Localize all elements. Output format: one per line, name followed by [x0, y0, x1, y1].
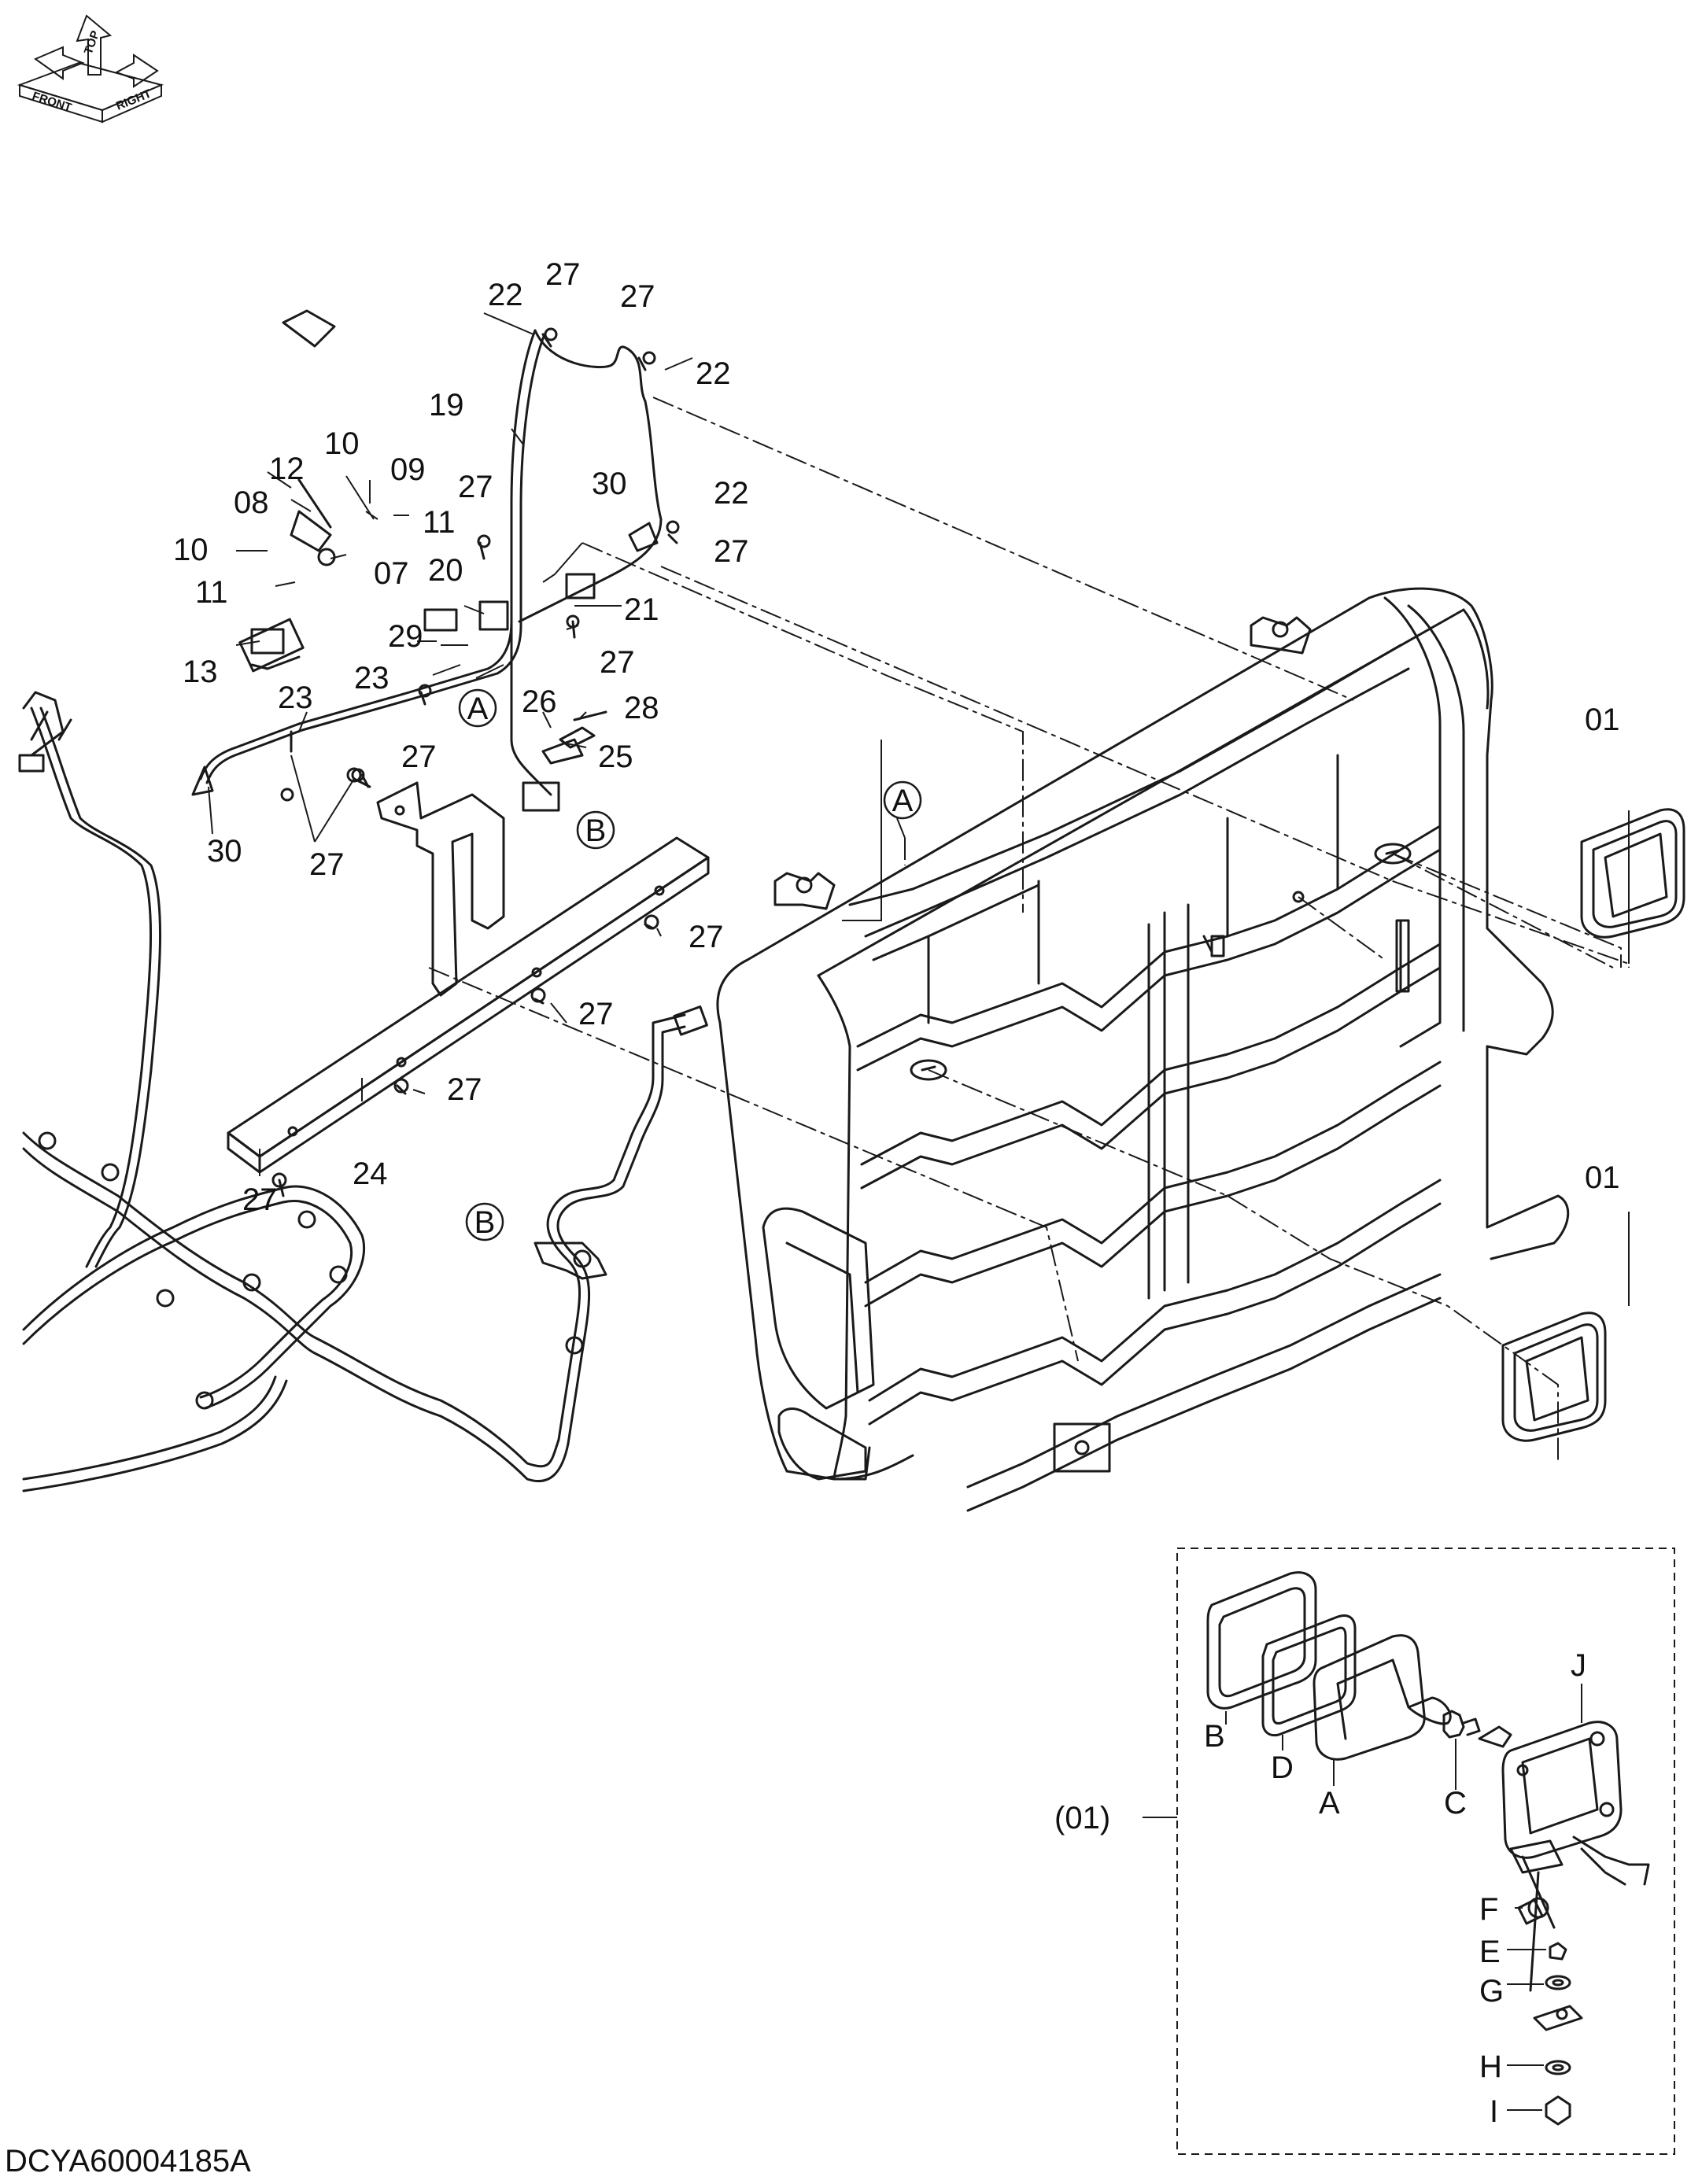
right-label: RIGHT — [114, 87, 153, 113]
callout-13: 13 — [183, 655, 218, 689]
callout-27-bracket-mid: 27 — [578, 997, 614, 1031]
callout-28: 28 — [624, 691, 659, 725]
callout-30-upper: 30 — [592, 467, 627, 501]
callout-25: 25 — [598, 740, 633, 774]
callout-23-upper: 23 — [354, 661, 390, 695]
svg-text:B: B — [474, 1205, 496, 1240]
gasket-d — [1261, 1614, 1357, 1751]
part-label-d: D — [1271, 1751, 1294, 1785]
connector-ref-a-upper: A — [458, 688, 497, 728]
callout-27-left: 27 — [401, 740, 437, 774]
upper-harness — [191, 309, 680, 812]
connector-ref-b-upper: B — [576, 810, 615, 850]
fasteners — [1507, 1855, 1583, 2126]
svg-text:A: A — [892, 784, 914, 818]
leader-lines — [208, 312, 1630, 1306]
callout-29: 29 — [388, 619, 423, 654]
top-label: TOP — [82, 29, 102, 57]
housing-j — [1478, 1684, 1650, 1886]
front-guard — [716, 587, 1570, 1512]
drawing-number: DCYA60004185A — [5, 2144, 251, 2178]
orientation-arrows-icon: FRONT TOP RIGHT — [17, 14, 164, 124]
callout-24: 24 — [353, 1157, 388, 1191]
part-label-b: B — [1204, 1719, 1225, 1754]
callout-23-lower: 23 — [278, 681, 313, 715]
part-label-e: E — [1479, 1935, 1501, 1969]
callout-27-right: 27 — [714, 534, 749, 569]
callout-19: 19 — [429, 388, 464, 422]
callout-01-lower: 01 — [1585, 1160, 1620, 1195]
callout-26: 26 — [522, 684, 557, 719]
part-label-a: A — [1319, 1786, 1340, 1821]
callout-11-left: 11 — [195, 575, 228, 610]
part-label-h: H — [1479, 2049, 1502, 2084]
work-light-upper — [1580, 808, 1685, 939]
callout-27-bracket: 27 — [309, 847, 345, 882]
guide-lines — [428, 397, 1630, 1463]
front-label: FRONT — [31, 90, 73, 115]
callout-21: 21 — [624, 592, 659, 627]
callout-07: 07 — [374, 556, 409, 591]
gasket-b — [1206, 1571, 1317, 1725]
svg-text:A: A — [467, 692, 489, 726]
callout-27-center: 27 — [600, 645, 635, 680]
lower-harness — [18, 691, 708, 1492]
lens-a — [1312, 1634, 1452, 1786]
callout-09: 09 — [390, 452, 426, 487]
callout-22-top: 22 — [488, 278, 523, 312]
connector-ref-a-lower: A — [883, 780, 922, 820]
detail-box: (01) — [1054, 1548, 1675, 2155]
callout-20: 20 — [428, 553, 463, 588]
callout-08: 08 — [234, 485, 269, 520]
callout-labels: 01 01 07 08 09 10 10 11 11 12 13 19 20 2… — [173, 257, 1620, 1217]
callout-01-upper: 01 — [1585, 703, 1620, 737]
part-label-j: J — [1571, 1648, 1586, 1683]
callout-11-right: 11 — [423, 505, 456, 540]
work-light-lower — [1501, 1312, 1607, 1442]
callout-27-top1: 27 — [545, 257, 581, 292]
callout-27-bracket-right: 27 — [689, 920, 724, 954]
part-label-i: I — [1490, 2094, 1498, 2129]
part-label-g: G — [1479, 1974, 1504, 2009]
callout-30-lower: 30 — [207, 834, 242, 869]
part-label-f: F — [1479, 1892, 1498, 1927]
callout-10-upper: 10 — [324, 426, 360, 461]
callout-27-bottom: 27 — [242, 1182, 278, 1217]
svg-text:B: B — [585, 813, 607, 848]
bulb-c — [1442, 1710, 1481, 1790]
connector-ref-b-lower: B — [465, 1202, 504, 1241]
callout-27-mid: 27 — [458, 470, 493, 504]
assembly-ref-label: (01) — [1054, 1801, 1110, 1835]
callout-22-mid: 22 — [714, 476, 749, 511]
callout-10-lower: 10 — [173, 533, 209, 567]
callout-27-top2: 27 — [620, 279, 655, 314]
callout-12: 12 — [269, 452, 305, 486]
callout-22-right: 22 — [696, 356, 731, 391]
mounting-bracket — [227, 767, 710, 1197]
callout-27-bracket-low: 27 — [447, 1072, 482, 1107]
part-label-c: C — [1444, 1786, 1467, 1821]
